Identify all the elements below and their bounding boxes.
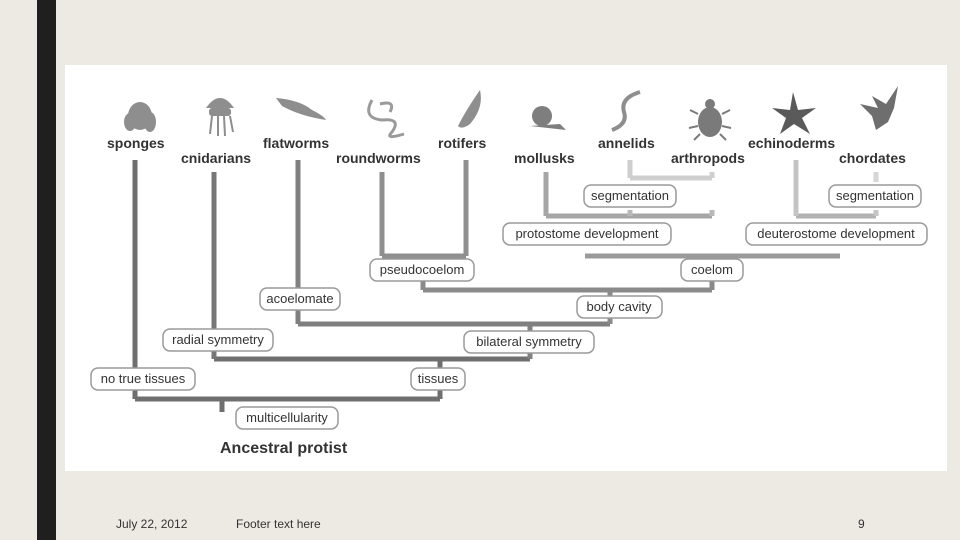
slide-sidebar-bar — [37, 0, 56, 540]
trait-radial-symmetry: radial symmetry — [162, 328, 274, 352]
svg-text:pseudocoelom: pseudocoelom — [380, 262, 465, 277]
svg-text:no true tissues: no true tissues — [101, 371, 186, 386]
taxon-arthropods: arthropods — [671, 150, 745, 166]
svg-text:multicellularity: multicellularity — [246, 410, 328, 425]
taxon-chordates: chordates — [839, 150, 906, 166]
jellyfish-icon — [206, 98, 234, 137]
sponge-icon — [124, 102, 156, 132]
trait-segmentation-deuterostome: segmentation — [828, 184, 922, 208]
trait-bilateral-symmetry: bilateral symmetry — [463, 330, 595, 354]
svg-text:acoelomate: acoelomate — [266, 291, 333, 306]
page-number: 9 — [858, 517, 865, 531]
taxon-flatworms: flatworms — [263, 135, 329, 151]
trait-pseudocoelom: pseudocoelom — [369, 258, 475, 282]
taxon-annelids: annelids — [598, 135, 655, 151]
svg-text:segmentation: segmentation — [591, 188, 669, 203]
svg-text:tissues: tissues — [418, 371, 459, 386]
footer-date: July 22, 2012 — [116, 517, 188, 531]
svg-text:protostome development: protostome development — [515, 226, 658, 241]
taxon-roundworms: roundworms — [336, 150, 421, 166]
trait-deuterostome-development: deuterostome development — [745, 222, 928, 246]
earthworm-icon — [611, 90, 641, 132]
snail-icon — [530, 106, 566, 130]
trait-no-true-tissues: no true tissues — [90, 367, 196, 391]
taxon-rotifers: rotifers — [438, 135, 486, 151]
svg-text:coelom: coelom — [691, 262, 733, 277]
trait-coelom: coelom — [680, 258, 744, 282]
beetle-icon — [688, 99, 732, 141]
trait-multicellularity: multicellularity — [235, 406, 339, 430]
svg-text:bilateral symmetry: bilateral symmetry — [476, 334, 582, 349]
trait-protostome-development: protostome development — [502, 222, 672, 246]
svg-text:deuterostome development: deuterostome development — [757, 226, 915, 241]
svg-text:radial symmetry: radial symmetry — [172, 332, 264, 347]
taxon-cnidarians: cnidarians — [181, 150, 251, 166]
taxon-mollusks: mollusks — [514, 150, 575, 166]
taxon-echinoderms: echinoderms — [748, 135, 835, 151]
trait-acoelomate: acoelomate — [259, 287, 341, 311]
bird-icon — [860, 86, 898, 130]
flatworm-icon — [276, 98, 326, 120]
trait-tissues: tissues — [410, 367, 466, 391]
trait-body-cavity: body cavity — [576, 295, 663, 319]
taxon-sponges: sponges — [107, 135, 165, 151]
trait-segmentation-protostome: segmentation — [583, 184, 677, 208]
svg-text:body cavity: body cavity — [586, 299, 652, 314]
svg-text:segmentation: segmentation — [836, 188, 914, 203]
starfish-icon — [772, 92, 816, 134]
rotifer-icon — [458, 90, 481, 128]
footer-text: Footer text here — [236, 517, 321, 531]
roundworm-icon — [367, 99, 405, 139]
root-ancestral-protist: Ancestral protist — [220, 440, 348, 457]
